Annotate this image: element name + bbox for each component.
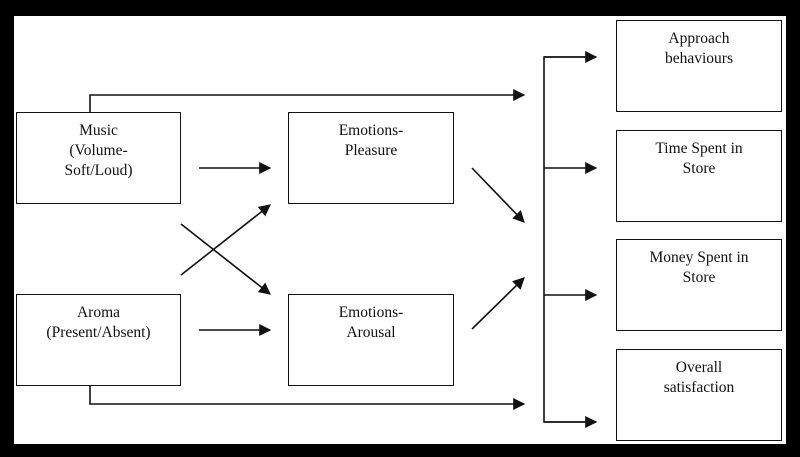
- overall-satisfaction-node: Overall satisfaction: [616, 349, 782, 441]
- approach-behaviours-node: Approach behaviours: [616, 20, 782, 112]
- arrow-music-direct: [89, 89, 526, 112]
- music-node-label: Music (Volume- Soft/Loud): [64, 122, 133, 179]
- diagram-connectors: [89, 51, 598, 428]
- aroma-node: Aroma (Present/Absent): [16, 294, 181, 386]
- arrow-aroma-pleasure: [180, 204, 271, 276]
- time-spent-node: Time Spent in Store: [616, 130, 782, 222]
- arrow-aroma-direct: [89, 386, 526, 410]
- pleasure-node: Emotions- Pleasure: [288, 112, 454, 204]
- arousal-node: Emotions- Arousal: [288, 294, 454, 386]
- arrow-music-arousal: [180, 223, 271, 295]
- money-spent-node: Money Spent in Store: [616, 239, 782, 331]
- arrow-pleasure-outcomes: [471, 167, 525, 223]
- diagram-canvas: Music (Volume- Soft/Loud) Aroma (Present…: [14, 16, 786, 444]
- approach-behaviours-label: Approach behaviours: [664, 30, 733, 67]
- pleasure-node-label: Emotions- Pleasure: [338, 122, 404, 159]
- money-spent-label: Money Spent in Store: [649, 249, 749, 286]
- aroma-node-label: Aroma (Present/Absent): [46, 304, 151, 341]
- overall-satisfaction-label: Overall satisfaction: [663, 359, 735, 396]
- outcome-collector-bracket: [543, 56, 596, 423]
- arrow-arousal-outcomes: [471, 277, 525, 330]
- arousal-node-label: Emotions- Arousal: [338, 304, 404, 341]
- time-spent-label: Time Spent in Store: [655, 140, 743, 177]
- music-node: Music (Volume- Soft/Loud): [16, 112, 181, 204]
